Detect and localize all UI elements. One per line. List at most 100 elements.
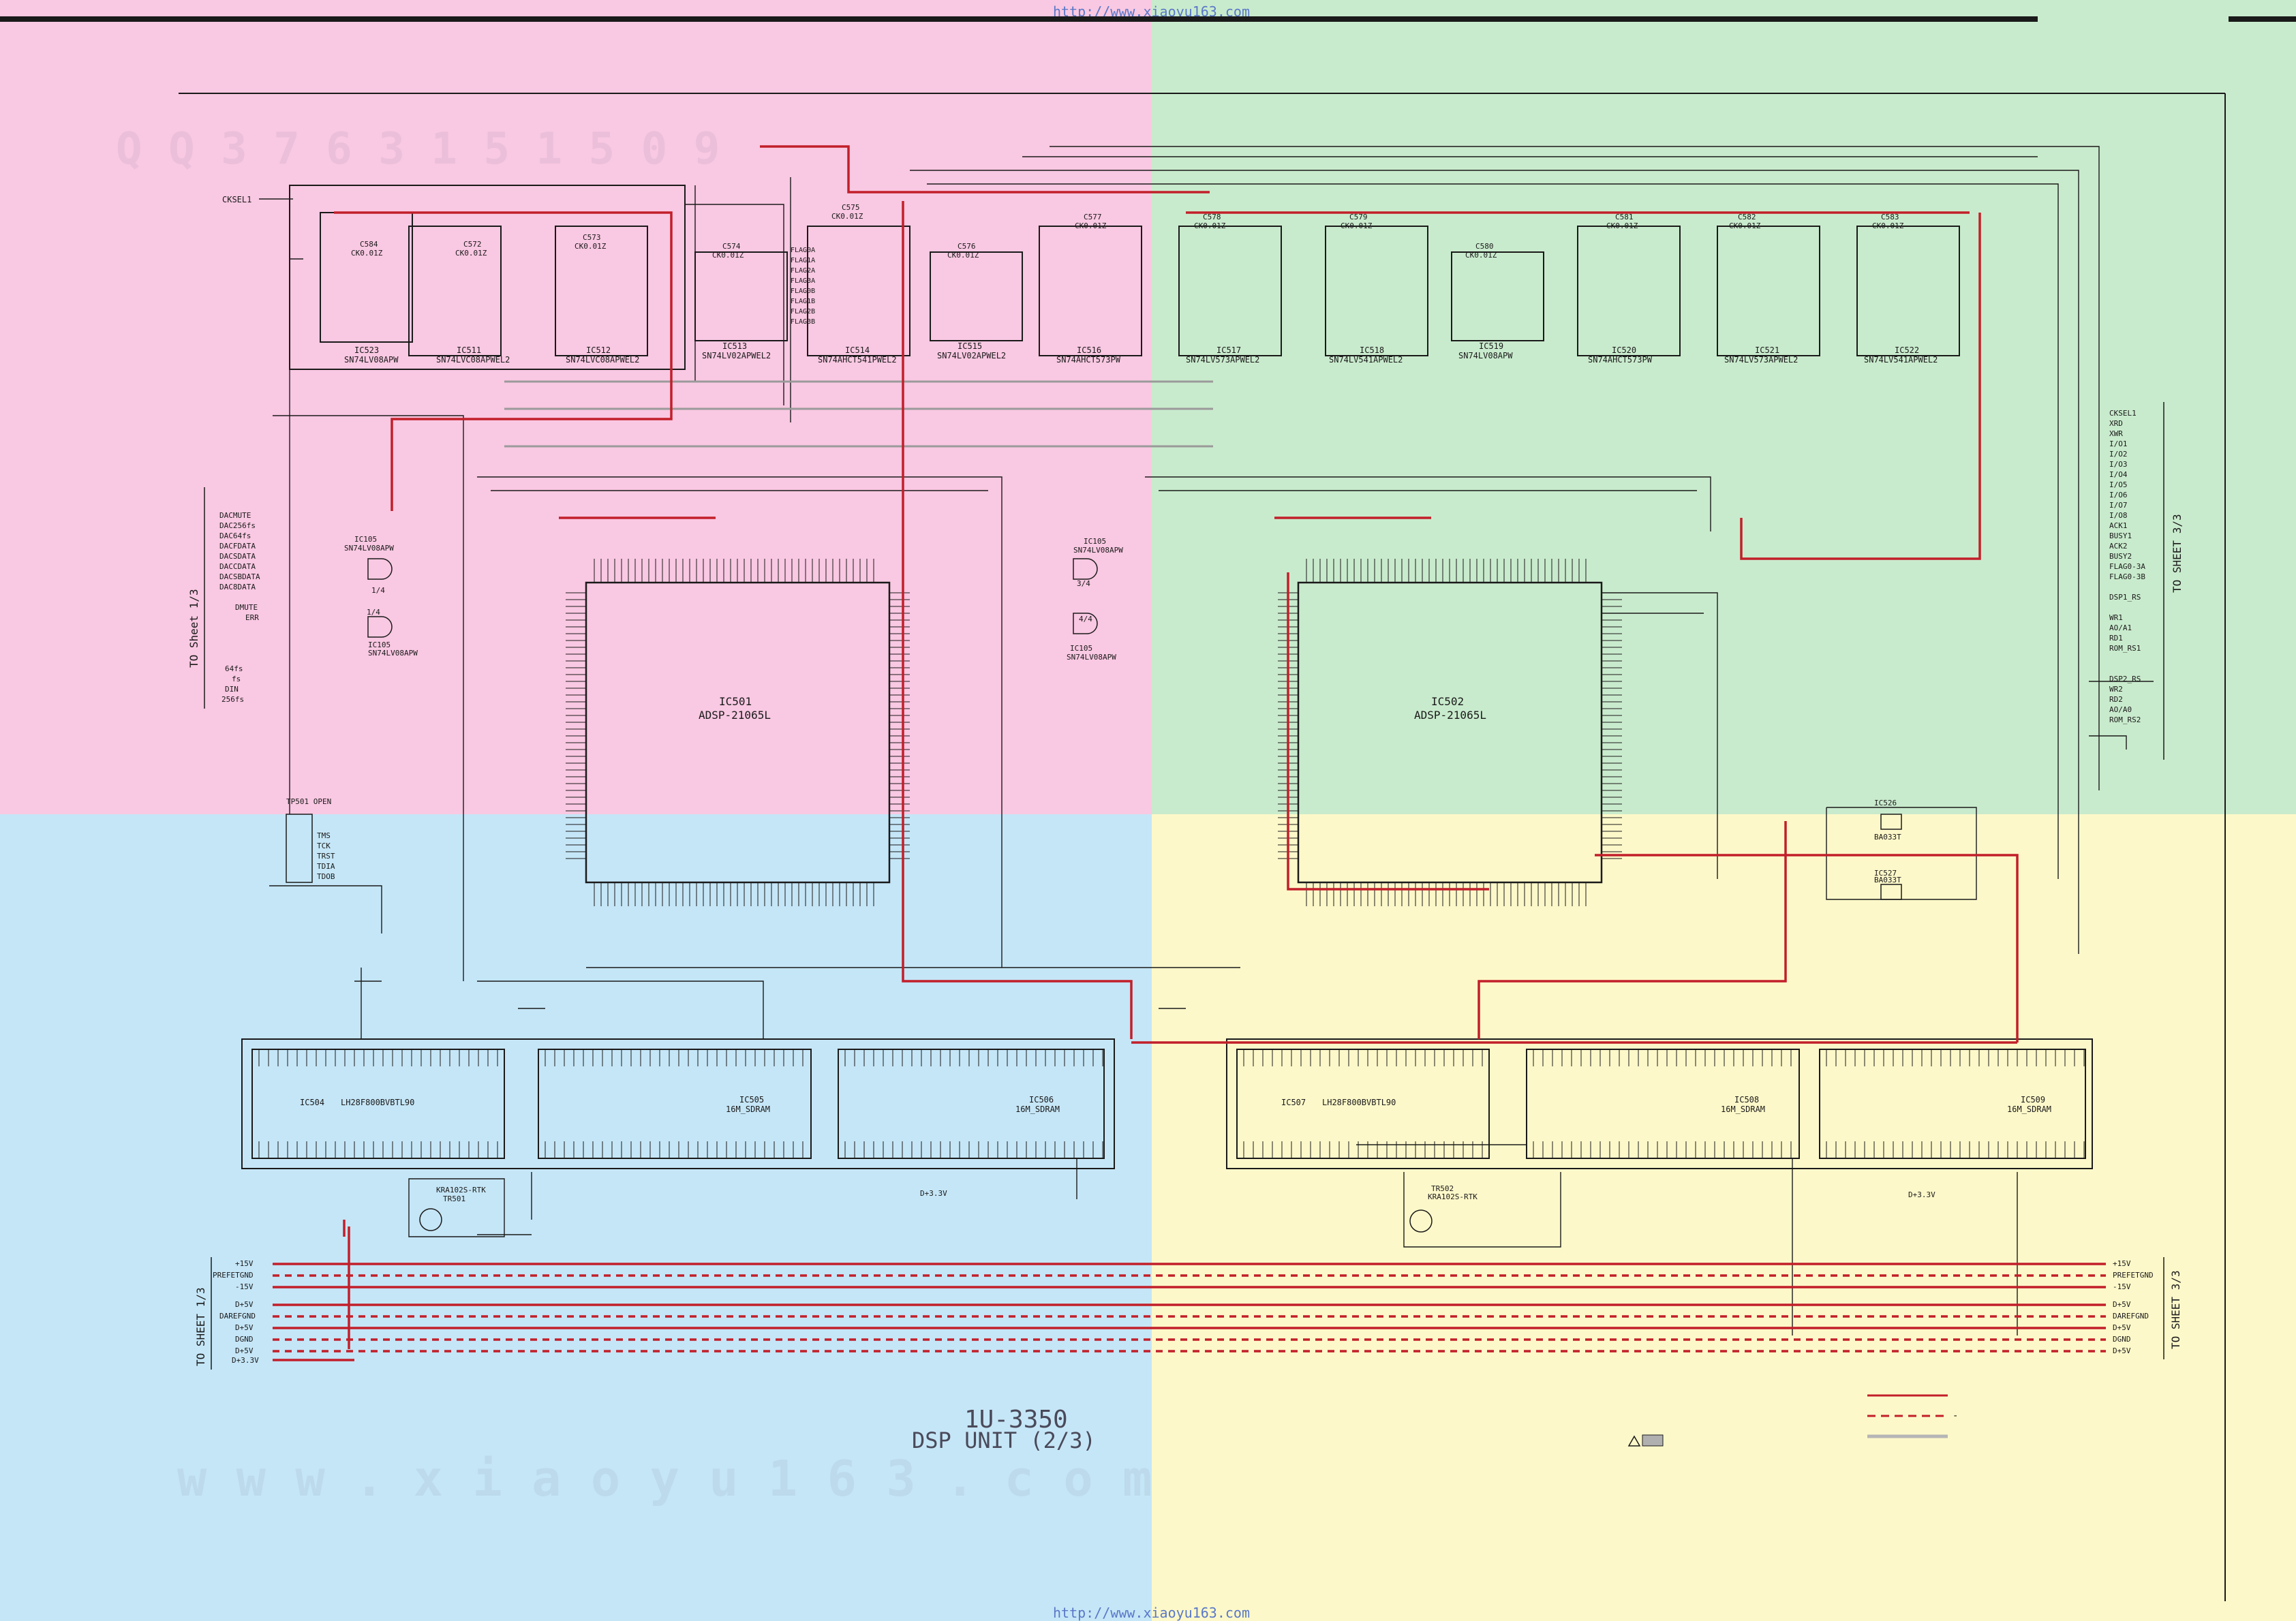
sheet-ref-left-lower: TO SHEET 1/3 (194, 1287, 207, 1366)
cap-c581-value: CK0.01Z (1606, 221, 1638, 230)
memory-pins (258, 1049, 2085, 1158)
watermark-www: w w w . x i a o y u 1 6 3 . c o m (177, 1450, 1152, 1507)
cap-c573-value: CK0.01Z (575, 242, 607, 251)
ic523-part: SN74LV08APW (344, 355, 399, 365)
warning-mark (1627, 1434, 1664, 1447)
left-input-bracket: TO Sheet 1/3 (187, 487, 205, 709)
watermark-qq: Q Q 3 7 6 3 1 5 1 5 0 9 (116, 124, 720, 174)
gate-labels: IC105 SN74LV08APW 1/4 IC105 SN74LV08APW … (344, 535, 1123, 662)
ic518-ref: IC518 (1360, 345, 1384, 355)
svg-text:I/O5: I/O5 (2109, 480, 2128, 489)
cap-c572: C572 (463, 240, 482, 249)
svg-text:DGND: DGND (2113, 1335, 2131, 1344)
svg-text:BA033T: BA033T (1874, 876, 1901, 884)
svg-text:DGND: DGND (235, 1335, 254, 1344)
svg-text:D+5V: D+5V (2113, 1346, 2131, 1355)
cap-c582: C582 (1738, 213, 1756, 221)
ic519-ref: IC519 (1479, 341, 1503, 351)
svg-text:IC105: IC105 (368, 640, 391, 649)
svg-text:FLAG2A: FLAG2A (791, 267, 815, 275)
svg-text:DAREFGND: DAREFGND (219, 1312, 256, 1321)
svg-text:DIN: DIN (225, 685, 239, 694)
sheet-ref-right-upper: TO SHEET 3/3 (2171, 514, 2184, 593)
svg-text:+15V: +15V (2113, 1259, 2131, 1268)
svg-text:FLAG0-3B: FLAG0-3B (2109, 572, 2145, 581)
power-bus (273, 1263, 2106, 1361)
svg-text:BUSY2: BUSY2 (2109, 552, 2132, 561)
title-block: 1U-3350 DSP UNIT (2/3) (912, 1406, 1096, 1453)
svg-text:XWR: XWR (2109, 429, 2123, 438)
regulators: IC526 BA033T IC527 BA033T (1874, 799, 1902, 900)
cap-c573: C573 (583, 233, 601, 242)
cap-c580-value: CK0.01Z (1465, 251, 1497, 260)
dsp-pins (566, 559, 1622, 906)
svg-text:TDIA: TDIA (317, 862, 335, 871)
jtag-header: TP501 OPEN TMS TCK TRST TDIA TDOB (286, 797, 335, 883)
top-ic-labels: IC523 SN74LV08APW IC511 SN74LVC08APWEL2 … (344, 341, 1938, 365)
svg-text:FLAG2B: FLAG2B (791, 308, 815, 315)
ic519-part: SN74LV08APW (1458, 351, 1513, 360)
svg-text:16M_SDRAM: 16M_SDRAM (1015, 1105, 1060, 1114)
gray-bus (504, 380, 1213, 448)
footer-url: http://www.xiaoyu163.com (1053, 1605, 1250, 1621)
svg-text:PREFETGND: PREFETGND (213, 1271, 254, 1280)
svg-text:SN74LV08APW: SN74LV08APW (1067, 653, 1116, 662)
svg-text:TP501 OPEN: TP501 OPEN (286, 797, 331, 806)
ic516-part: SN74AHCT573PW (1056, 355, 1121, 365)
quadrant-top-right (1152, 0, 2296, 814)
svg-text:DAREFGND: DAREFGND (2113, 1312, 2149, 1321)
svg-text:ACK2: ACK2 (2109, 542, 2128, 551)
svg-text:1/4: 1/4 (367, 608, 380, 617)
right-output-bracket: TO SHEET 3/3 (2163, 402, 2184, 760)
svg-text:FLAG0A: FLAG0A (791, 247, 815, 254)
svg-text:IC508: IC508 (1734, 1095, 1759, 1105)
svg-text:I/O2: I/O2 (2109, 450, 2128, 459)
ic513-ref: IC513 (722, 341, 747, 351)
svg-text:IC509: IC509 (2021, 1095, 2045, 1105)
svg-text:IC105: IC105 (354, 535, 377, 544)
ic521-part: SN74LV573APWEL2 (1724, 355, 1798, 365)
title-unit: DSP UNIT (2/3) (912, 1427, 1096, 1453)
svg-text:ERR: ERR (245, 613, 259, 622)
svg-text:TDOB: TDOB (317, 872, 335, 881)
svg-text:DACFDATA: DACFDATA (219, 542, 256, 551)
svg-text:AO/A0: AO/A0 (2109, 705, 2132, 714)
svg-text:DACSBDATA: DACSBDATA (219, 572, 260, 581)
d33-right: D+3.3V (1908, 1190, 1935, 1199)
svg-text:I/O7: I/O7 (2109, 501, 2128, 510)
ic512-ref: IC512 (586, 345, 611, 355)
cap-c578-value: CK0.01Z (1194, 221, 1226, 230)
svg-text:KRA102S-RTK: KRA102S-RTK (436, 1186, 486, 1194)
svg-text:ROM_RS1: ROM_RS1 (2109, 644, 2141, 653)
ic523-ref: IC523 (354, 345, 379, 355)
sheet-ref-left-upper: TO Sheet 1/3 (187, 589, 200, 668)
d33-left: D+3.3V (920, 1189, 947, 1198)
ic514-part: SN74AHCT541PWEL2 (818, 355, 897, 365)
quadrant-bottom-right (1152, 814, 2296, 1621)
cap-c581: C581 (1615, 213, 1634, 221)
svg-text:TMS: TMS (317, 831, 331, 840)
svg-text:4/4: 4/4 (1079, 615, 1092, 623)
svg-text:IC505: IC505 (739, 1095, 764, 1105)
svg-text:IC504: IC504 (300, 1098, 324, 1107)
cap-c574-value: CK0.01Z (712, 251, 744, 260)
svg-text:I/O1: I/O1 (2109, 439, 2128, 448)
svg-text:D+5V: D+5V (235, 1346, 254, 1355)
svg-text:256fs: 256fs (221, 695, 244, 704)
dsp-blocks (585, 581, 1603, 884)
svg-text:DAC64fs: DAC64fs (219, 531, 251, 540)
svg-text:TR501: TR501 (443, 1194, 465, 1203)
cap-c575-value: CK0.01Z (831, 212, 863, 221)
svg-text:PREFETGND: PREFETGND (2113, 1271, 2154, 1280)
ic515-ref: IC515 (958, 341, 982, 351)
svg-text:DSP2_RS: DSP2_RS (2109, 675, 2141, 683)
cap-c578: C578 (1203, 213, 1221, 221)
svg-text:DACCDATA: DACCDATA (219, 562, 256, 571)
ic520-ref: IC520 (1612, 345, 1636, 355)
ic512-part: SN74LVC08APWEL2 (566, 355, 639, 365)
svg-text:DMUTE: DMUTE (235, 603, 258, 612)
svg-text:FLAG3A: FLAG3A (791, 277, 815, 285)
svg-text:IC527: IC527 (1874, 869, 1897, 878)
quadrant-top-left (0, 0, 1152, 814)
svg-text:CKSEL1: CKSEL1 (2109, 409, 2137, 418)
